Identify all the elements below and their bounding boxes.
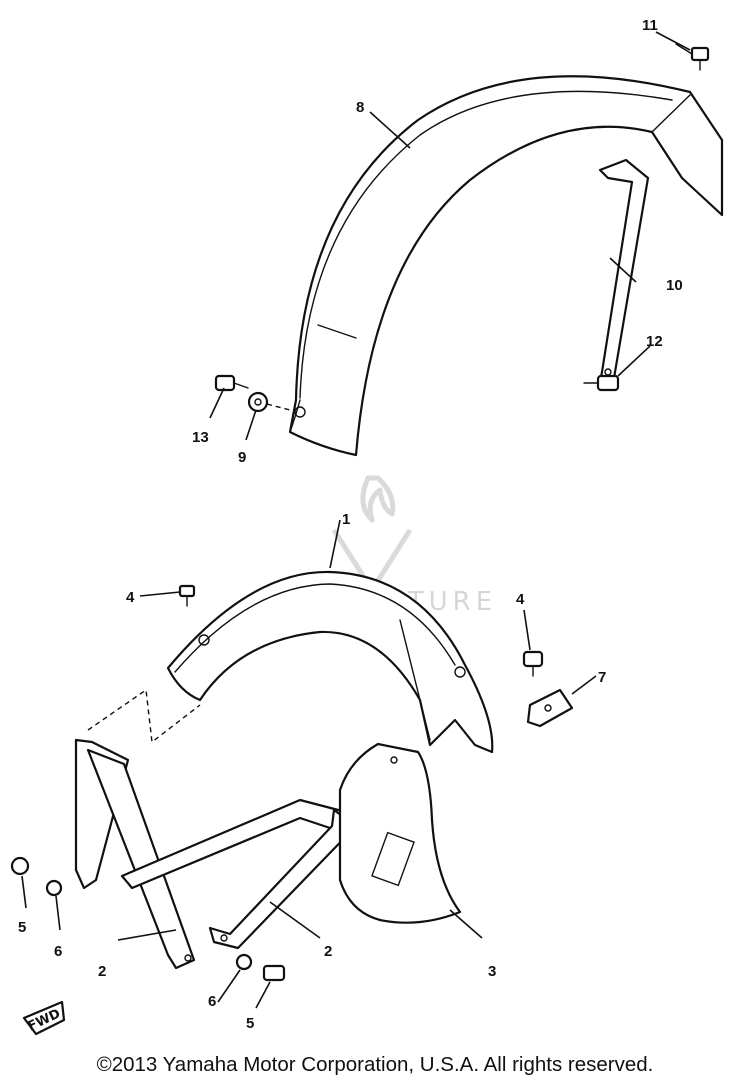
bolt-12: [583, 374, 620, 392]
callout-3: 3: [488, 963, 496, 980]
callout-6-bottom: 6: [208, 993, 216, 1010]
bolt-5-left: [10, 856, 30, 876]
callout-5-left: 5: [18, 919, 26, 936]
callout-11: 11: [642, 17, 658, 34]
bolt-4-left: [178, 584, 196, 607]
bolt-11: [675, 43, 710, 71]
washer-6-bottom: [235, 953, 253, 971]
copyright-notice: ©2013 Yamaha Motor Corporation, U.S.A. A…: [96, 1053, 654, 1076]
callout-1: 1: [342, 511, 350, 528]
number-plate: [338, 742, 462, 924]
callout-6-left: 6: [54, 943, 62, 960]
leader-lines: [21, 31, 691, 1009]
bolt-4-right: [522, 650, 544, 677]
bolt-13: [214, 374, 249, 392]
bracket-7: [526, 688, 574, 728]
callout-13: 13: [192, 429, 209, 446]
callout-12: 12: [646, 333, 663, 350]
callout-10: 10: [666, 277, 683, 294]
guide-line: [87, 688, 201, 744]
nut-9: [247, 391, 291, 413]
callout-2-right: 2: [324, 943, 332, 960]
front-fender: [166, 570, 494, 754]
forward-arrow: FWD: [22, 1000, 66, 1036]
front-fender-stay: [74, 738, 358, 970]
callout-4-right: 4: [516, 591, 525, 608]
callout-9: 9: [238, 449, 246, 466]
callout-7: 7: [598, 669, 606, 686]
callout-8: 8: [356, 99, 364, 116]
callout-5-bottom: 5: [246, 1015, 254, 1032]
callout-4-left: 4: [126, 589, 135, 606]
rear-fender: [288, 75, 724, 457]
callout-2-left: 2: [98, 963, 106, 980]
bolt-5-bottom: [262, 964, 286, 982]
washer-6-left: [45, 879, 63, 897]
callout-labels: 1 2 2 3 4 4 5 5 6 6 7 8 9 10 11 12 13: [18, 17, 683, 1032]
